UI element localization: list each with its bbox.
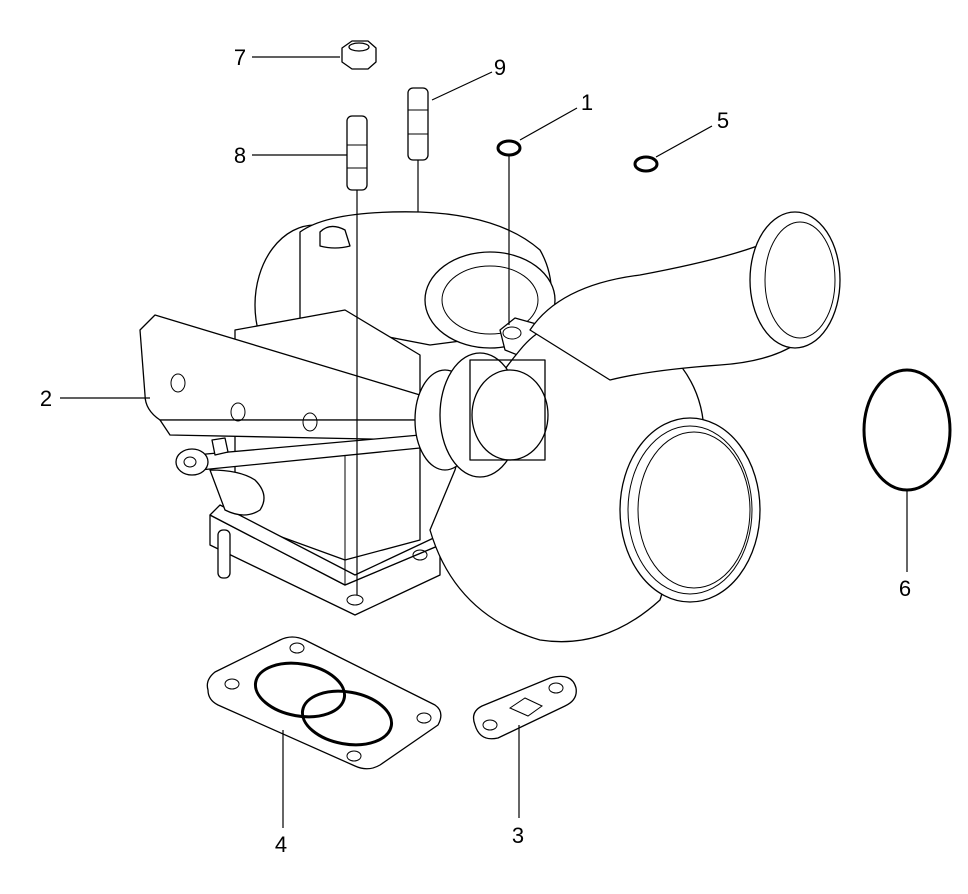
center-housing	[414, 352, 549, 478]
hex-nut	[341, 40, 377, 70]
stud-lower	[346, 115, 368, 191]
leader-1	[519, 107, 578, 141]
o-ring-small-5	[633, 155, 659, 173]
callout-labels: 7 9 8 1 5 2 6 4 3	[40, 45, 911, 857]
callout-3: 3	[512, 823, 524, 848]
callout-5: 5	[717, 108, 729, 133]
callout-8: 8	[234, 143, 246, 168]
callout-2: 2	[40, 386, 52, 411]
turbocharger-assembly	[139, 211, 841, 643]
oil-drain-line	[175, 434, 421, 516]
callout-7: 7	[234, 45, 246, 70]
oil-line-gasket	[472, 675, 577, 740]
stud-upper	[407, 87, 429, 161]
turbine-flange-gasket	[206, 636, 442, 770]
callout-9: 9	[494, 55, 506, 80]
compressor-seal-ring	[862, 368, 952, 492]
leader-lines	[60, 56, 908, 828]
leader-9	[431, 71, 493, 101]
o-ring-small-1	[496, 139, 522, 157]
callout-4: 4	[275, 832, 287, 857]
callout-6: 6	[899, 576, 911, 601]
leader-5	[655, 125, 713, 158]
callout-1: 1	[581, 90, 593, 115]
